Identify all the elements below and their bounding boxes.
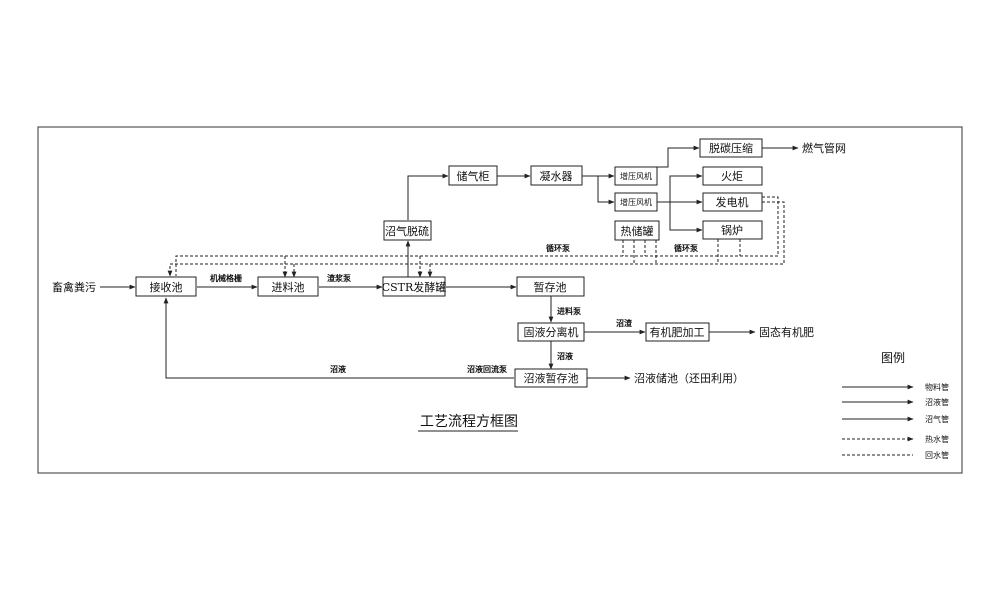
temp-tank-box — [516, 276, 585, 297]
node-boiler: 锅炉 — [721, 224, 743, 237]
legend-label-material: 物料管 — [925, 382, 949, 392]
node-desulfurization: 沼气脱硫 — [385, 224, 429, 238]
pipe-condenser-to-fan2 — [597, 176, 615, 205]
legend-label-return-water: 回水管 — [925, 450, 949, 460]
legend-title: 图例 — [881, 351, 905, 365]
receiving-tank-box — [135, 276, 197, 297]
legend-label-hot-water: 热水管 — [925, 434, 949, 444]
node-receiving-tank: 接收池 — [150, 280, 183, 294]
label-slurry-down: 沼液 — [557, 351, 573, 361]
legend: 图例 物料管 沼液管 沼气管 热水管 回水管 — [842, 351, 949, 460]
drawing-frame — [37, 126, 963, 474]
generator-box — [702, 192, 763, 212]
node-flare: 火炬 — [721, 170, 743, 183]
node-temp-tank: 暂存池 — [534, 280, 567, 294]
label-feed-pump: 进料泵 — [557, 306, 581, 316]
flare-box — [702, 166, 763, 186]
pipe-hot-water-return — [175, 196, 779, 276]
condenser-box — [530, 165, 583, 186]
node-decarbon: 脱碳压缩 — [709, 141, 753, 155]
node-feed-tank: 进料池 — [272, 280, 305, 294]
booster-fan-2-box — [614, 192, 658, 212]
node-heat-tank: 热储罐 — [621, 224, 654, 238]
node-gas-network: 燃气管网 — [802, 141, 846, 155]
node-slurry-temp-tank: 沼液暂存池 — [524, 371, 579, 385]
node-booster-fan-1: 增压风机 — [620, 171, 652, 181]
node-condenser: 凝水器 — [540, 169, 573, 183]
node-generator: 发电机 — [716, 195, 749, 209]
separator-box — [517, 322, 585, 342]
node-separator: 固液分离机 — [524, 325, 579, 339]
label-grille: 机械格栅 — [210, 273, 242, 283]
node-solid-fertilizer: 固态有机肥 — [759, 325, 814, 339]
label-slurry-pump: 渣浆泵 — [327, 273, 351, 283]
pipes — [100, 145, 799, 381]
cstr-box — [382, 276, 446, 297]
pipe-desulfurization-to-gas-holder — [407, 173, 449, 220]
nodes: 畜禽粪污 接收池 进料池 CSTR发酵罐 暂存池 固液分离机 有机肥加工 固态有… — [52, 138, 846, 388]
gas-holder-box — [448, 165, 498, 186]
organic-fertilizer-box — [645, 322, 710, 342]
pipe-labels: 机械格栅 渣浆泵 进料泵 沼渣 沼液 沼液 沼液回流泵 循环泵 循环泵 — [210, 243, 698, 374]
node-cstr: CSTR发酵罐 — [382, 280, 447, 294]
node-organic-fertilizer: 有机肥加工 — [650, 325, 705, 339]
heat-tank-box — [614, 220, 660, 241]
label-residue: 沼渣 — [616, 318, 633, 328]
node-gas-holder: 储气柜 — [457, 169, 490, 183]
legend-label-slurry: 沼液管 — [925, 397, 949, 407]
node-manure: 畜禽粪污 — [52, 280, 96, 294]
pipe-fan2-to-boiler — [669, 202, 703, 233]
pipe-fan2-to-flare — [657, 173, 703, 203]
pipe-fan1-to-decarbon — [657, 145, 700, 168]
booster-fan-1-box — [614, 166, 658, 186]
node-slurry-storage: 沼液储池（还田利用） — [634, 371, 744, 385]
diagram-title: 工艺流程方框图 — [420, 414, 518, 430]
legend-label-biogas: 沼气管 — [925, 414, 949, 424]
pipe-hot-water-supply — [167, 201, 785, 277]
label-circ-pump-1: 循环泵 — [545, 243, 570, 253]
label-circ-pump-2: 循环泵 — [673, 243, 698, 253]
feed-tank-box — [257, 276, 319, 297]
label-slurry-return: 沼液 — [330, 364, 346, 374]
pipe-slurry-return — [163, 297, 514, 379]
node-booster-fan-2: 增压风机 — [620, 197, 652, 207]
boiler-box — [702, 220, 763, 240]
desulfurization-box — [383, 220, 432, 241]
label-reflux-pump: 沼液回流泵 — [467, 364, 507, 374]
decarbon-box — [699, 138, 763, 158]
slurry-temp-tank-box — [514, 368, 588, 388]
